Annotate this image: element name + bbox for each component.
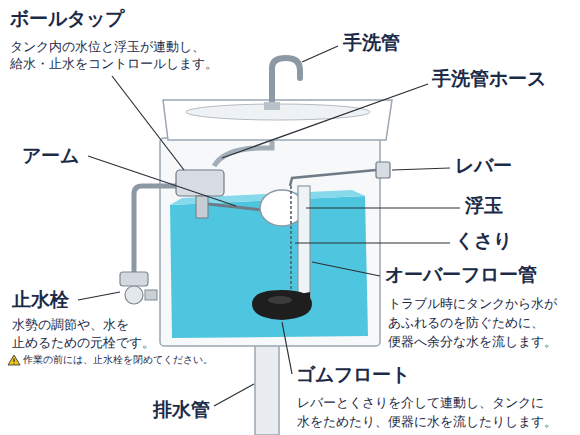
description: トラブル時にタンクから水が あふれるのを防ぐために、 便器へ余分な水を流します。: [388, 294, 576, 351]
ball-tap-valve: [196, 196, 208, 218]
hand-wash-faucet: [272, 58, 300, 106]
part-name: ボールタップ: [10, 6, 124, 30]
leader-line: [295, 242, 450, 243]
note: 作業の前には、止水栓を閉めてください。: [23, 353, 238, 366]
part-name: 手洗管ホース: [432, 66, 546, 90]
drain-pipe: [255, 338, 279, 435]
leader-line: [392, 168, 450, 170]
stop-valve-knob: [125, 286, 143, 304]
part-name: オーバーフロー管: [385, 262, 537, 286]
leader-line: [88, 156, 236, 206]
leader-line: [78, 292, 120, 300]
part-name: 止水栓: [12, 287, 69, 311]
part-name: レバー: [455, 153, 512, 177]
rubber-float-highlight: [268, 296, 292, 304]
leader-line: [214, 384, 254, 406]
part-name: 排水管: [153, 397, 210, 421]
warning-icon-mark: [13, 359, 14, 363]
float-arm: [208, 204, 262, 210]
part-name: 手洗管: [343, 30, 400, 54]
tank-lid: [163, 100, 392, 140]
leader-line: [112, 76, 184, 170]
leader-line: [302, 46, 338, 62]
overflow-pipe: [298, 186, 310, 304]
rubber-float: [252, 290, 312, 320]
rubber-float-hinge: [300, 292, 310, 302]
part-name: くさり: [455, 228, 512, 252]
warning-icon-dot: [13, 363, 14, 364]
description: 水勢の調節や、水を 止めるための元栓です。: [12, 316, 184, 352]
faucet-base: [264, 102, 280, 110]
tank-body: [160, 138, 380, 346]
hand-wash-hose: [214, 140, 272, 166]
description: タンク内の水位と浮玉が連動し、 給水・止水をコントロールします。: [10, 38, 242, 72]
lever-rod: [290, 170, 376, 186]
leader-line: [312, 262, 380, 276]
leader-line: [306, 207, 460, 208]
chain: [290, 186, 292, 292]
leader-line: [222, 84, 428, 158]
warning-icon: [8, 355, 20, 365]
part-name: 浮玉: [465, 193, 503, 217]
stop-valve-outlet: [145, 290, 157, 300]
description: レバーとくさりを介して連動し、タンクに 水をためたり、便器に水を流したりします。: [297, 393, 577, 431]
leader-line: [282, 322, 292, 374]
lever-handle: [376, 162, 390, 178]
float-ball: [260, 190, 304, 226]
part-name: アーム: [22, 143, 79, 167]
stop-valve: [120, 272, 148, 286]
ball-tap: [176, 170, 224, 196]
part-name: ゴムフロート: [296, 362, 410, 386]
supply-pipe: [134, 186, 176, 272]
